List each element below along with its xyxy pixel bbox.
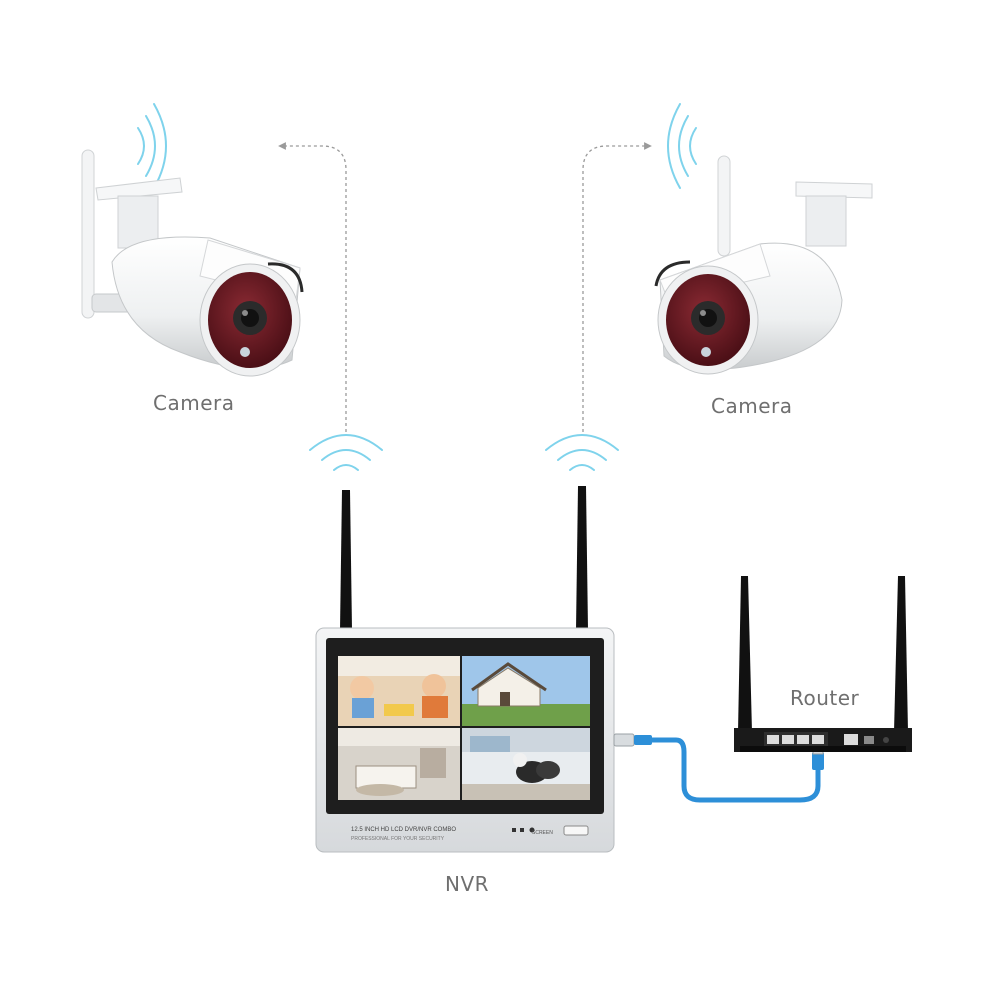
camera-left [81,149,304,377]
camera-left-label: Camera [153,391,235,415]
wifi-signal-icon [309,434,383,471]
nvr-tagline-text: PROFESSIONAL FOR YOUR SECURITY [351,836,445,842]
nvr-antennas [340,486,588,630]
monitor-icon [315,627,615,853]
nvr-label: NVR [445,872,490,896]
wifi-signal-icon [545,434,619,471]
connector-left [278,142,347,432]
nvr-screen-button-label: SCREEN [532,830,553,836]
wifi-signal-icon [137,103,167,189]
connector-right [582,142,652,432]
router-icon [734,576,912,752]
nvr-model-text: 12.5 INCH HD LCD DVR/NVR COMBO [351,827,457,833]
wifi-signal-icon [667,103,697,189]
camera-right [654,155,873,375]
camera-right-label: Camera [711,394,793,418]
router-label: Router [790,686,860,710]
